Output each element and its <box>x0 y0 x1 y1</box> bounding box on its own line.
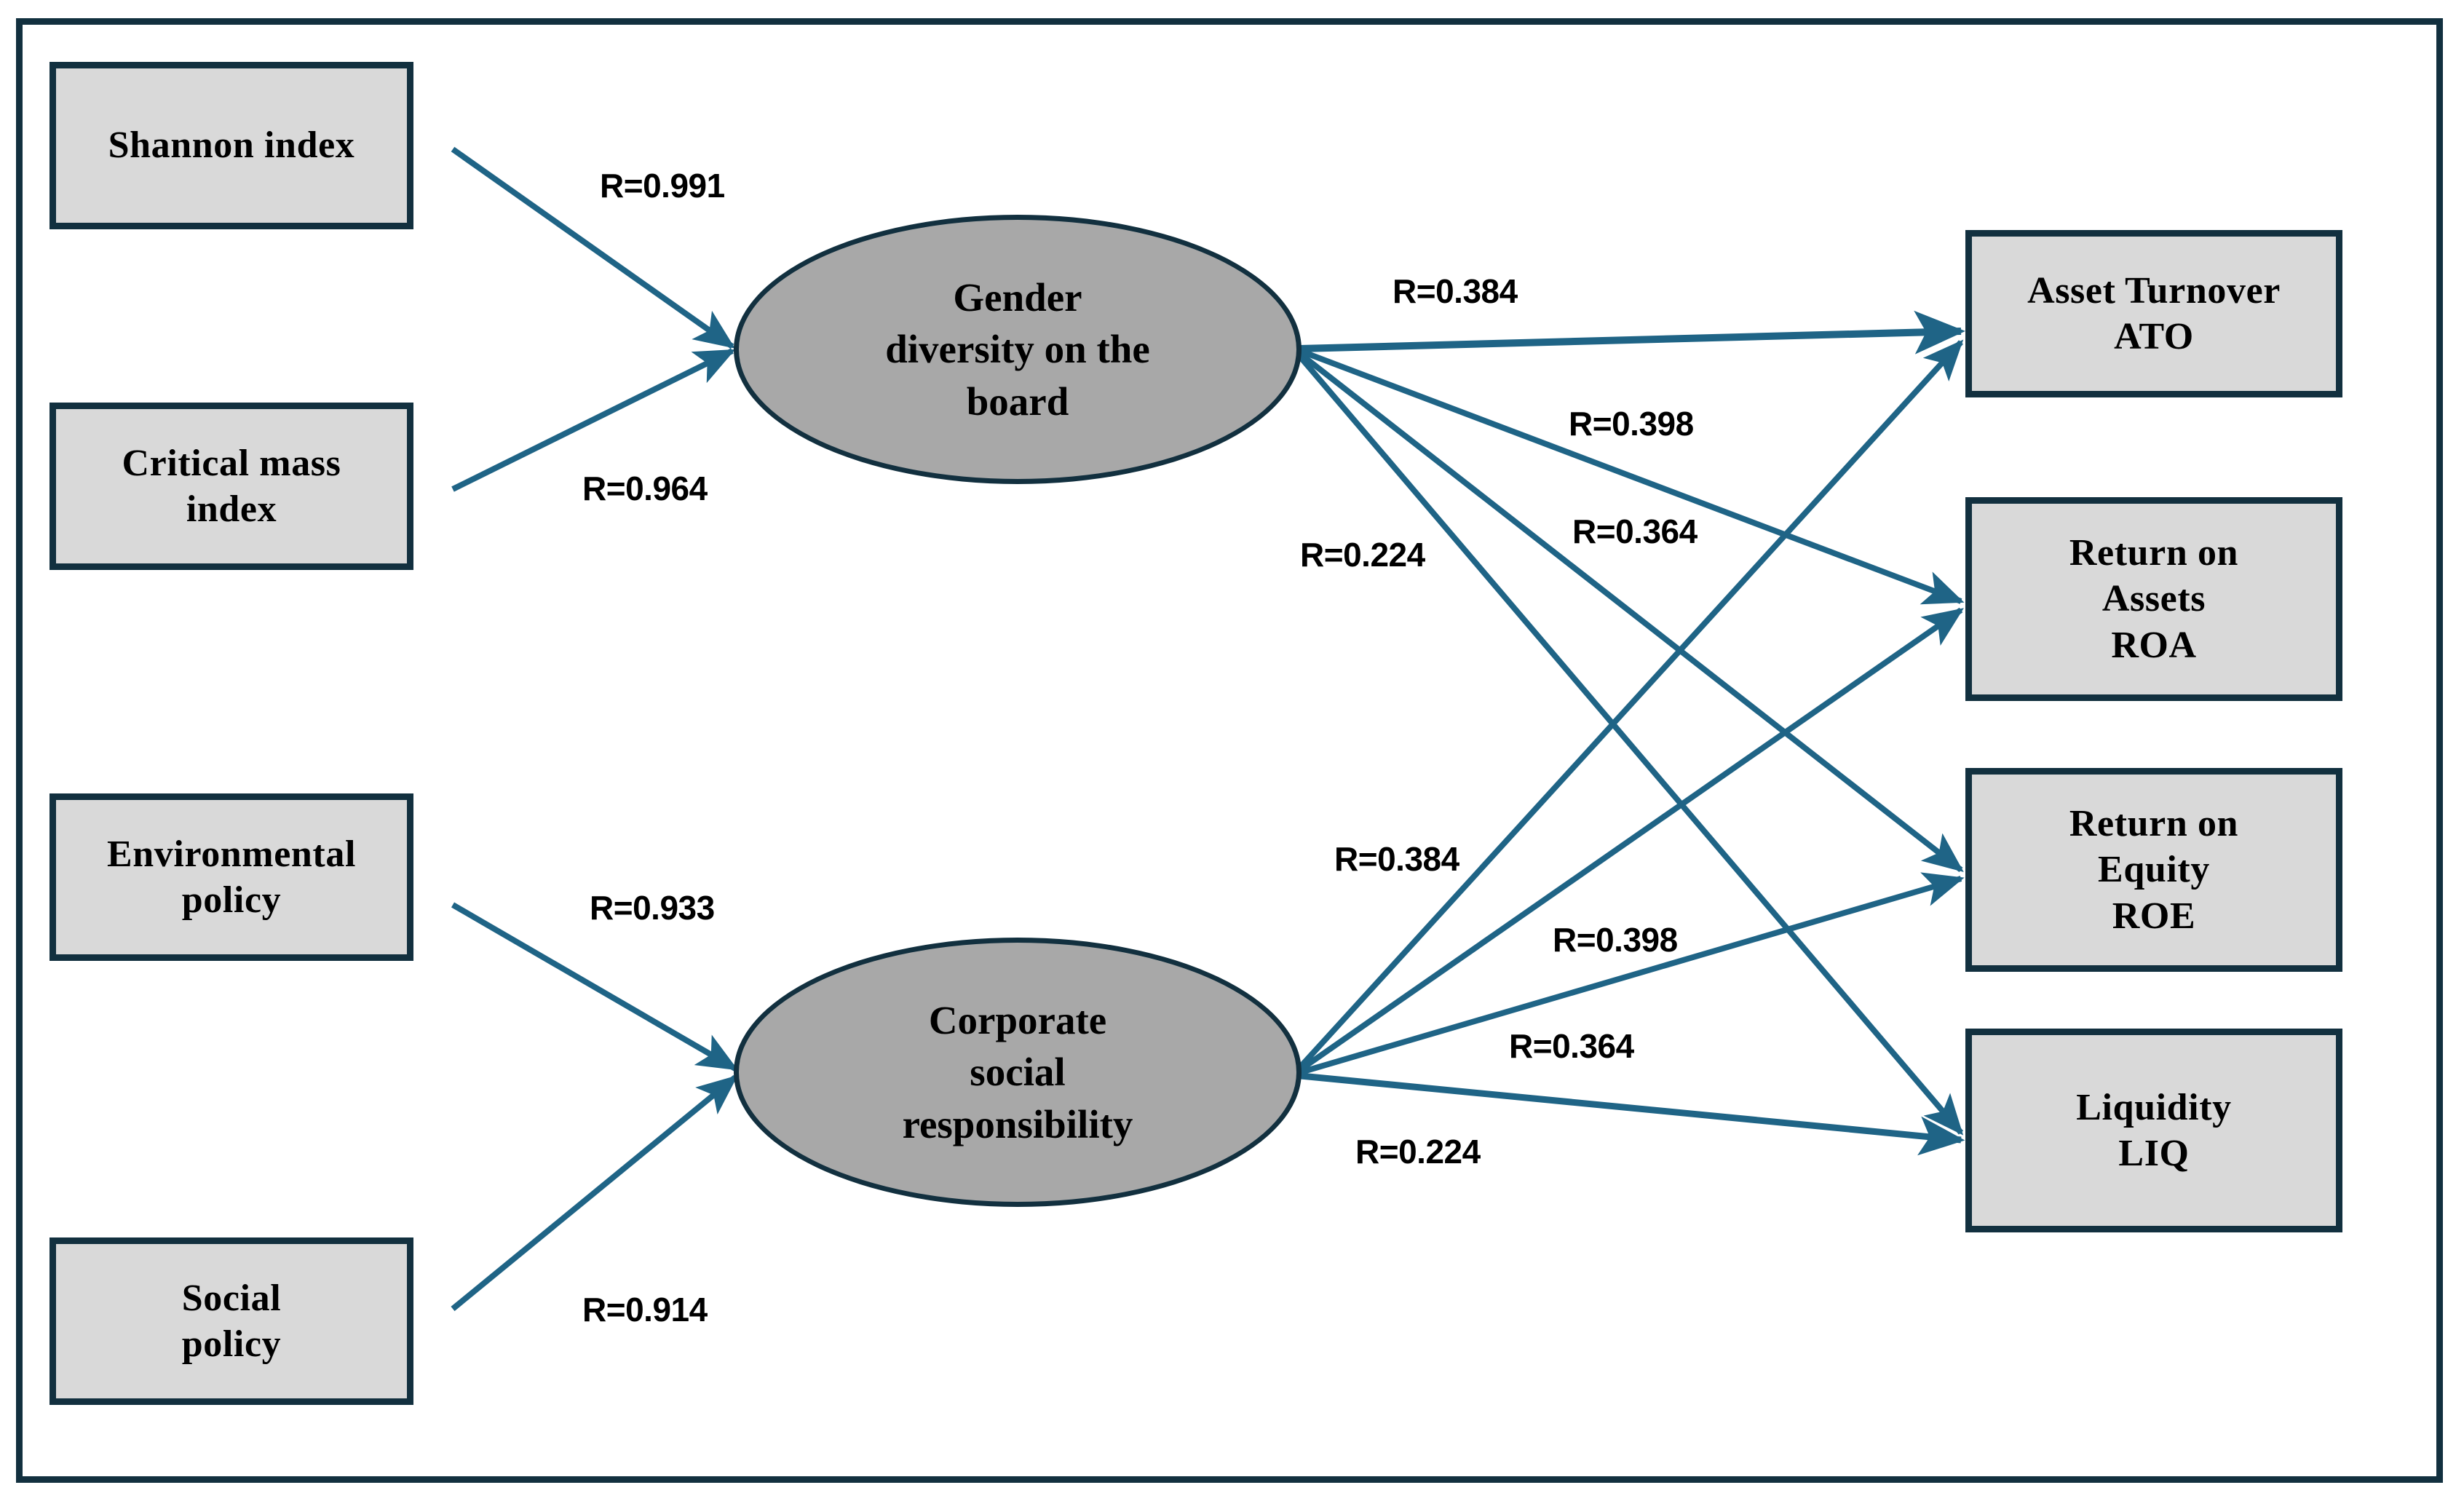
edge-label-csr-liq: R=0.224 <box>1355 1133 1481 1171</box>
node-social-policy: Social policy <box>49 1237 413 1405</box>
node-asset-turnover-ato-label: Asset Turnover ATO <box>2027 269 2281 357</box>
node-shannon-index: Shannon index <box>49 62 413 229</box>
node-liquidity-liq-label: Liquidity LIQ <box>2076 1086 2232 1174</box>
edge-label-csr-roe: R=0.364 <box>1509 1027 1634 1065</box>
edge-label-csr-ato: R=0.384 <box>1334 840 1459 878</box>
node-corporate-social-responsibility-label: Corporate social responsibility <box>902 997 1133 1146</box>
edge-label-csr-roa: R=0.398 <box>1553 921 1678 959</box>
node-environmental-policy: Environmental policy <box>49 793 413 961</box>
node-shannon-index-label: Shannon index <box>108 124 355 167</box>
node-return-on-assets-roa: Return on Assets ROA <box>1965 497 2342 701</box>
node-gender-diversity-label: Gender diversity on the board <box>885 274 1150 424</box>
edge-label-gender-roa: R=0.398 <box>1569 405 1694 443</box>
edge-label-gender-roe: R=0.364 <box>1572 512 1698 550</box>
node-return-on-equity-roe: Return on Equity ROE <box>1965 768 2342 972</box>
node-asset-turnover-ato: Asset Turnover ATO <box>1965 230 2342 397</box>
node-gender-diversity-on-the-board: Gender diversity on the board <box>734 215 1302 484</box>
edge-label-shannon-gender: R=0.991 <box>600 167 725 205</box>
node-social-policy-label: Social policy <box>181 1277 282 1365</box>
edge-label-critical-mass-gender: R=0.964 <box>582 470 708 507</box>
edge-label-gender-ato: R=0.384 <box>1393 272 1518 310</box>
edge-label-gender-liq: R=0.224 <box>1300 536 1425 574</box>
node-return-on-equity-roe-label: Return on Equity ROE <box>2069 802 2239 937</box>
edge-label-social-policy-csr: R=0.914 <box>582 1291 708 1328</box>
node-environmental-policy-label: Environmental policy <box>107 833 356 921</box>
node-critical-mass-index: Critical mass index <box>49 403 413 570</box>
node-critical-mass-index-label: Critical mass index <box>122 442 341 530</box>
node-return-on-assets-roa-label: Return on Assets ROA <box>2069 531 2239 666</box>
edge-label-env-policy-csr: R=0.933 <box>590 889 715 927</box>
node-corporate-social-responsibility: Corporate social responsibility <box>734 938 1302 1207</box>
node-liquidity-liq: Liquidity LIQ <box>1965 1029 2342 1232</box>
